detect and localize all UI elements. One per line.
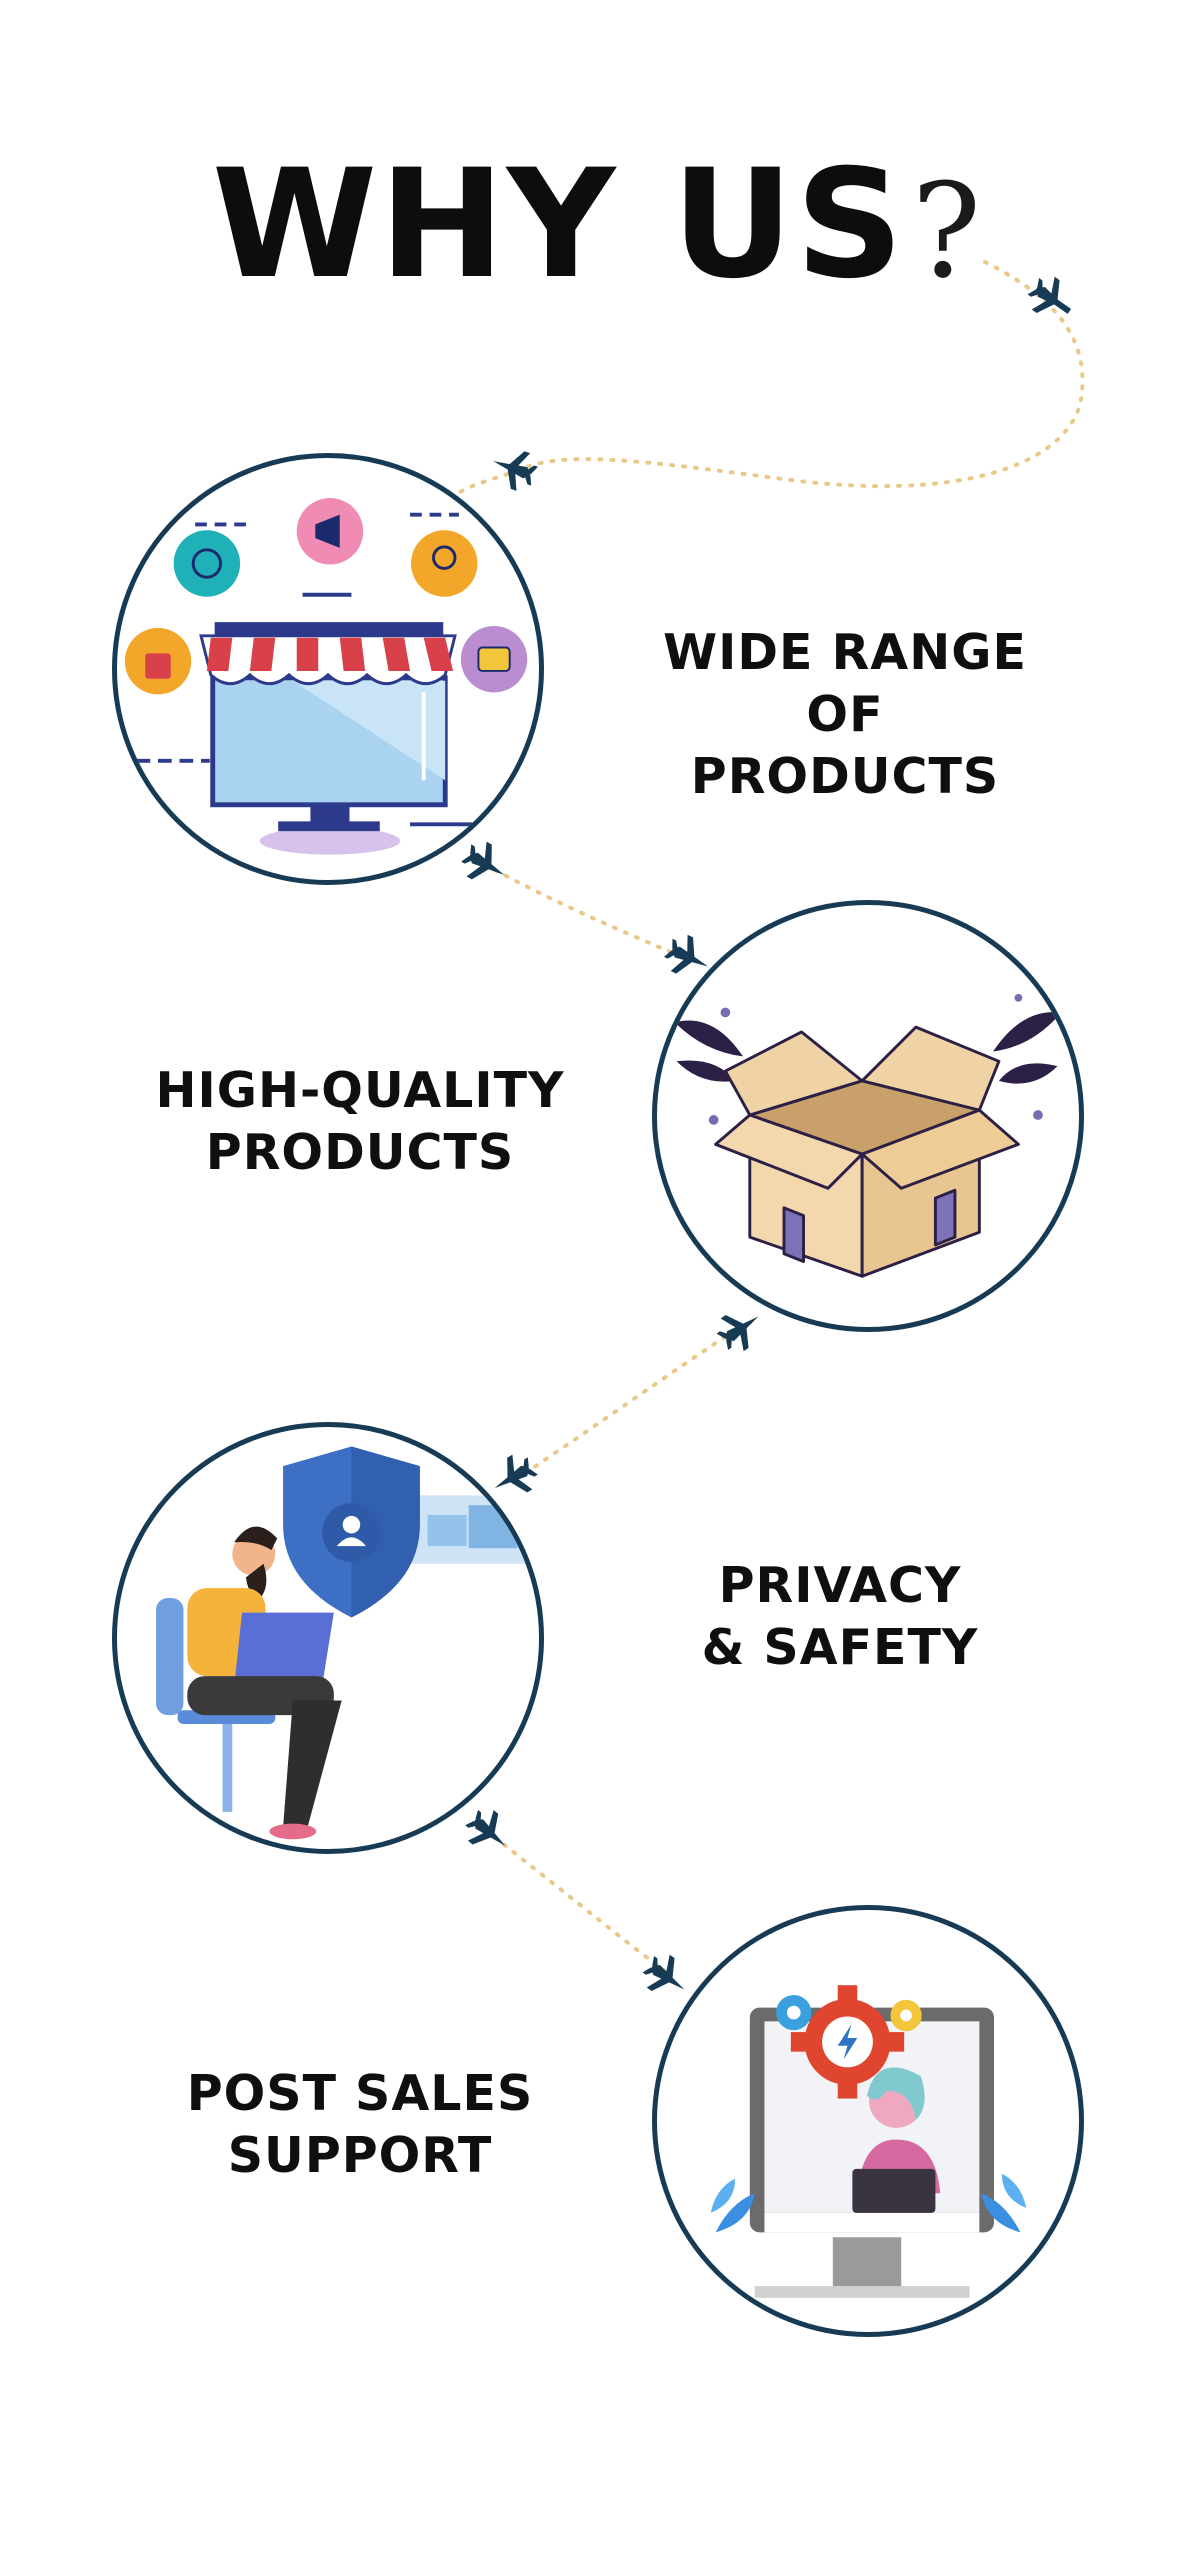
- plane-icon: [716, 1315, 759, 1352]
- privacy-shield-icon: [112, 1422, 544, 1854]
- feature-label-wide-range: WIDE RANGE OF PRODUCTS: [620, 622, 1070, 808]
- feature-line: PRODUCTS: [690, 748, 1000, 805]
- plane-icon: [465, 1809, 506, 1846]
- feature-line: WIDE RANGE OF: [663, 624, 1027, 743]
- feature-label-post-sales: POST SALES SUPPORT: [170, 2063, 550, 2187]
- feature-line: PRODUCTS: [205, 1124, 515, 1181]
- plane-icon: [493, 451, 538, 491]
- page-title: WHY US?: [0, 150, 1195, 300]
- feature-line: POST SALES: [186, 2065, 534, 2122]
- open-box-icon: [652, 900, 1084, 1332]
- title-text: WHY US: [211, 138, 906, 312]
- plane-icon: [664, 934, 709, 974]
- plane-icon: [1027, 276, 1072, 314]
- support-agent-icon: [652, 1905, 1084, 2337]
- online-store-icon: [112, 453, 544, 885]
- plane-icon: [642, 1954, 685, 1991]
- feature-line: HIGH-QUALITY: [155, 1062, 565, 1119]
- feature-label-high-quality: HIGH-QUALITY PRODUCTS: [130, 1060, 590, 1184]
- plane-icon: [461, 841, 505, 880]
- feature-label-privacy: PRIVACY & SAFETY: [660, 1555, 1020, 1679]
- feature-line: & SAFETY: [701, 1619, 979, 1676]
- feature-line: SUPPORT: [227, 2127, 493, 2184]
- feature-line: PRIVACY: [718, 1557, 962, 1614]
- plane-icon: [494, 1454, 538, 1493]
- question-mark-icon: ?: [911, 155, 984, 307]
